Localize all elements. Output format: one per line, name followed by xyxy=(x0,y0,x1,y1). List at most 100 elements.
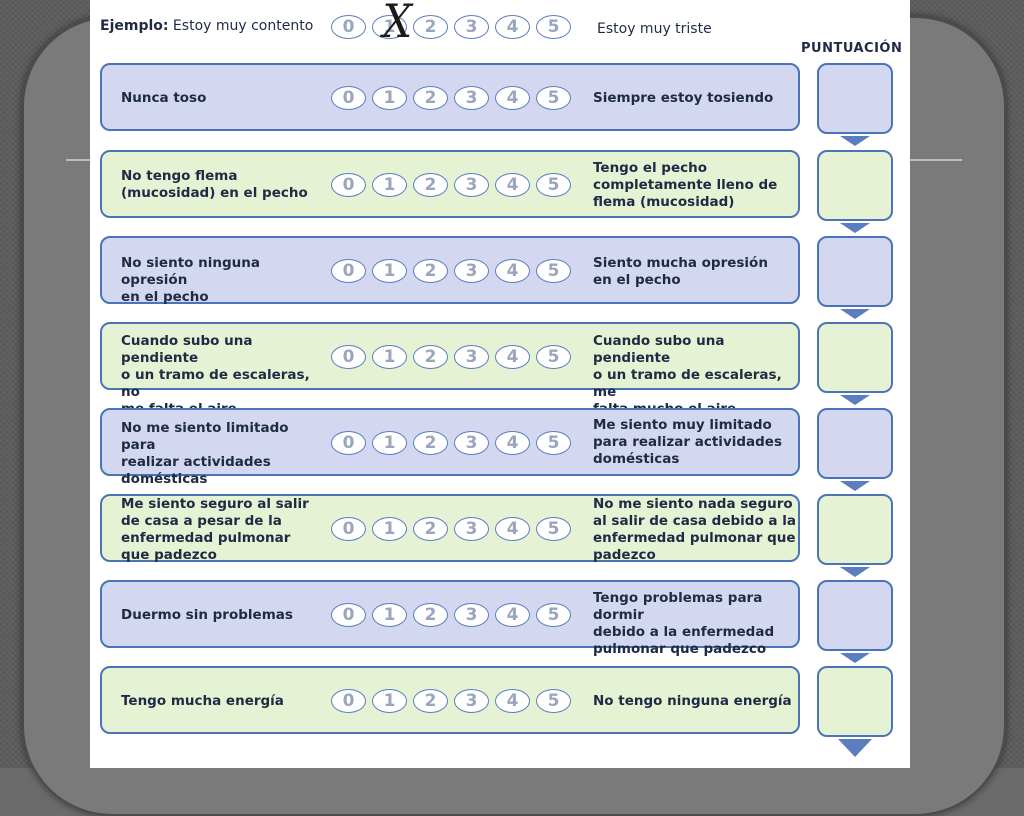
scale-option: 0 xyxy=(331,15,366,39)
down-arrow-icon xyxy=(840,481,870,491)
down-arrow-icon xyxy=(840,567,870,577)
down-arrow-icon xyxy=(840,223,870,233)
rating-option[interactable]: 4 xyxy=(495,345,530,369)
rating-option[interactable]: 4 xyxy=(495,173,530,197)
score-box[interactable] xyxy=(817,580,893,651)
rating-option[interactable]: 0 xyxy=(331,603,366,627)
score-box[interactable] xyxy=(817,150,893,221)
question-right-statement: Tengo problemas para dormir debido a la … xyxy=(593,590,775,657)
rating-option[interactable]: 5 xyxy=(536,603,571,627)
rating-option[interactable]: 3 xyxy=(454,517,489,541)
down-arrow-icon xyxy=(838,739,872,757)
rating-option[interactable]: 5 xyxy=(536,431,571,455)
question-row: Cuando subo una pendiente o un tramo de … xyxy=(100,322,800,417)
rating-option[interactable]: 5 xyxy=(536,259,571,283)
rating-option[interactable]: 1 xyxy=(372,603,407,627)
rating-option[interactable]: 3 xyxy=(454,603,489,627)
rating-option[interactable]: 3 xyxy=(454,86,489,110)
question-left-statement: No siento ninguna opresión en el pecho xyxy=(121,255,260,305)
score-box[interactable] xyxy=(817,666,893,737)
rating-option[interactable]: 5 xyxy=(536,689,571,713)
question-left-statement: Tengo mucha energía xyxy=(121,693,284,709)
rating-option[interactable]: 4 xyxy=(495,603,530,627)
rating-option[interactable]: 2 xyxy=(413,689,448,713)
rating-option[interactable]: 0 xyxy=(331,173,366,197)
rating-option[interactable]: 3 xyxy=(454,259,489,283)
slide-rule-right xyxy=(910,159,962,161)
rating-option[interactable]: 4 xyxy=(495,259,530,283)
rating-option[interactable]: 2 xyxy=(413,431,448,455)
example-label: Ejemplo: Estoy muy contento xyxy=(100,18,314,34)
rating-option[interactable]: 1 xyxy=(372,345,407,369)
scale-option: 3 xyxy=(454,15,489,39)
scale-option: 5 xyxy=(536,15,571,39)
rating-option[interactable]: 2 xyxy=(413,259,448,283)
rating-option[interactable]: 2 xyxy=(413,86,448,110)
scale-option: 1 xyxy=(372,15,407,39)
question-right-statement: No tengo ninguna energía xyxy=(593,693,792,709)
question-right-statement: No me siento nada seguro al salir de cas… xyxy=(593,496,796,563)
example-right-text: Estoy muy triste xyxy=(597,21,712,37)
rating-option[interactable]: 0 xyxy=(331,431,366,455)
rating-option[interactable]: 1 xyxy=(372,689,407,713)
questionnaire-sheet: Ejemplo: Estoy muy contento 0 1 2 3 4 5 … xyxy=(90,0,910,768)
question-left-statement: Me siento seguro al salir de casa a pesa… xyxy=(121,496,309,563)
score-box[interactable] xyxy=(817,236,893,307)
question-left-statement: No tengo flema (mucosidad) en el pecho xyxy=(121,168,308,201)
rating-option[interactable]: 1 xyxy=(372,431,407,455)
score-header: PUNTUACIÓN xyxy=(801,41,903,56)
rating-option[interactable]: 4 xyxy=(495,689,530,713)
example-scale: 0 1 2 3 4 5 xyxy=(331,15,571,39)
question-left-statement: Cuando subo una pendiente o un tramo de … xyxy=(121,333,310,417)
rating-option[interactable]: 5 xyxy=(536,86,571,110)
rating-option[interactable]: 3 xyxy=(454,345,489,369)
question-right-statement: Siento mucha opresión en el pecho xyxy=(593,255,768,288)
rating-option[interactable]: 4 xyxy=(495,517,530,541)
rating-option[interactable]: 0 xyxy=(331,259,366,283)
example-row: Ejemplo: Estoy muy contento 0 1 2 3 4 5 … xyxy=(100,0,900,60)
rating-option[interactable]: 4 xyxy=(495,86,530,110)
rating-option[interactable]: 1 xyxy=(372,173,407,197)
down-arrow-icon xyxy=(840,395,870,405)
rating-option[interactable]: 3 xyxy=(454,431,489,455)
rating-option[interactable]: 4 xyxy=(495,431,530,455)
score-box[interactable] xyxy=(817,494,893,565)
rating-option[interactable]: 1 xyxy=(372,517,407,541)
rating-option[interactable]: 1 xyxy=(372,259,407,283)
rating-option[interactable]: 2 xyxy=(413,517,448,541)
rating-option[interactable]: 0 xyxy=(331,689,366,713)
rating-option[interactable]: 5 xyxy=(536,345,571,369)
down-arrow-icon xyxy=(840,653,870,663)
rating-option[interactable]: 3 xyxy=(454,173,489,197)
rating-option[interactable]: 0 xyxy=(331,517,366,541)
rating-option[interactable]: 3 xyxy=(454,689,489,713)
rating-option[interactable]: 1 xyxy=(372,86,407,110)
score-box[interactable] xyxy=(817,63,893,134)
example-x-mark: X xyxy=(382,0,413,48)
rating-option[interactable]: 5 xyxy=(536,173,571,197)
question-right-statement: Me siento muy limitado para realizar act… xyxy=(593,417,782,467)
score-box[interactable] xyxy=(817,322,893,393)
rating-option[interactable]: 2 xyxy=(413,173,448,197)
rating-option[interactable]: 2 xyxy=(413,603,448,627)
rating-option[interactable]: 5 xyxy=(536,517,571,541)
rating-option[interactable]: 2 xyxy=(413,345,448,369)
question-left-statement: No me siento limitado para realizar acti… xyxy=(121,420,289,487)
question-left-statement: Nunca toso xyxy=(121,90,207,106)
down-arrow-icon xyxy=(840,136,870,146)
score-box[interactable] xyxy=(817,408,893,479)
rating-option[interactable]: 0 xyxy=(331,86,366,110)
rating-option[interactable]: 0 xyxy=(331,345,366,369)
down-arrow-icon xyxy=(840,309,870,319)
